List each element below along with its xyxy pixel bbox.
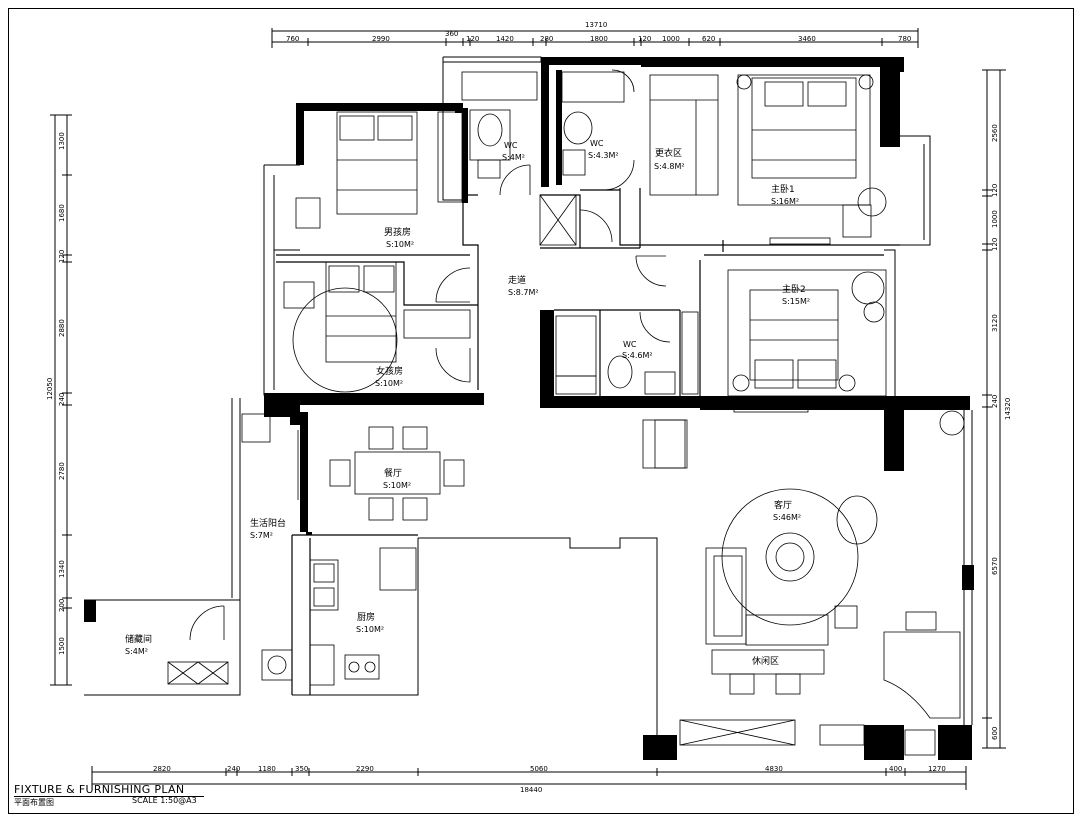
top-dim-11: 780 — [898, 35, 911, 43]
room-area-girls-room: S:10M² — [375, 379, 404, 388]
room-area-wc2: S:4.3M² — [588, 151, 619, 160]
left-dim-4: 240 — [58, 393, 66, 406]
room-name-master2: 主卧2 — [782, 285, 806, 295]
right-dimension-line — [982, 69, 1006, 749]
top-dim-8: 1000 — [662, 35, 680, 43]
left-dim-1: 1680 — [58, 204, 66, 222]
room-area-dressing: S:4.8M² — [654, 162, 685, 171]
room-area-master1: S:16M² — [771, 197, 800, 206]
right-dim-3: 120 — [991, 238, 999, 251]
room-name-wc2: WC — [590, 139, 604, 148]
bottom-dim-4: 2290 — [356, 765, 374, 773]
left-dim-6: 1340 — [58, 560, 66, 578]
dimension-labels: 13710 760 2990 360 120 1420 280 1800 120… — [46, 21, 1012, 794]
top-total-dimension: 13710 — [585, 21, 607, 29]
room-area-balcony: S:7M² — [250, 531, 273, 540]
bottom-total-dimension: 18440 — [520, 786, 542, 794]
bottom-dimension-line — [91, 766, 967, 790]
room-name-kitchen: 厨房 — [357, 613, 376, 623]
right-dim-0: 2560 — [991, 124, 999, 142]
room-name-dressing: 更衣区 — [655, 149, 683, 159]
left-total-dimension: 12050 — [46, 378, 54, 400]
bottom-dim-1: 240 — [227, 765, 240, 773]
room-area-storage: S:4M² — [125, 647, 148, 656]
room-area-corridor: S:8.7M² — [508, 288, 539, 297]
left-dim-2: 120 — [58, 250, 66, 263]
right-dim-5: 240 — [991, 395, 999, 408]
room-name-master1: 主卧1 — [771, 185, 795, 195]
drawing-subtitle: 平面布置图 — [14, 798, 54, 807]
right-dim-7: 600 — [991, 727, 999, 740]
top-dim-7: 120 — [638, 35, 651, 43]
room-name-living: 客厅 — [774, 501, 793, 511]
top-dim-1: 2990 — [372, 35, 390, 43]
bottom-dim-3: 350 — [295, 765, 308, 773]
room-area-living: S:46M² — [773, 513, 802, 522]
right-dim-1: 120 — [991, 184, 999, 197]
top-dim-10: 3460 — [798, 35, 816, 43]
top-dim-6: 1800 — [590, 35, 608, 43]
right-dim-4: 3120 — [991, 314, 999, 332]
left-dim-0: 1300 — [58, 132, 66, 150]
room-name-boys-room: 男孩房 — [384, 228, 412, 238]
bottom-dim-5: 5060 — [530, 765, 548, 773]
room-name-dining: 餐厅 — [384, 469, 403, 479]
top-dimension-line — [271, 28, 919, 48]
drawing-title: FIXTURE & FURNISHING PLAN — [14, 783, 205, 797]
door-arcs — [189, 69, 671, 641]
room-name-leisure: 休闲区 — [752, 657, 780, 667]
bottom-dim-0: 2820 — [153, 765, 171, 773]
left-dim-5: 2780 — [58, 462, 66, 480]
room-name-corridor: 走道 — [508, 276, 527, 286]
furniture — [167, 71, 965, 756]
bottom-dim-2: 1180 — [258, 765, 276, 773]
top-dim-5: 280 — [540, 35, 553, 43]
bottom-dim-8: 1270 — [928, 765, 946, 773]
top-dim-0: 760 — [286, 35, 299, 43]
bottom-dim-6: 4830 — [765, 765, 783, 773]
room-name-wc1: WC — [504, 141, 518, 150]
drawing-scale: SCALE 1:50@A3 — [132, 796, 197, 805]
left-dim-3: 2880 — [58, 319, 66, 337]
top-dim-9: 620 — [702, 35, 715, 43]
room-name-balcony: 生活阳台 — [250, 519, 287, 529]
right-total-dimension: 14320 — [1004, 398, 1012, 420]
room-area-boys-room: S:10M² — [386, 240, 415, 249]
room-area-dining: S:10M² — [383, 481, 412, 490]
right-dim-2: 1000 — [991, 210, 999, 228]
room-name-storage: 储藏间 — [125, 635, 153, 645]
room-area-kitchen: S:10M² — [356, 625, 385, 634]
room-area-wc1: S:4M² — [502, 153, 525, 162]
left-dim-7: 200 — [58, 599, 66, 612]
structural-walls — [84, 57, 974, 760]
room-name-wc3: WC — [623, 340, 637, 349]
left-dimension-line — [50, 114, 72, 686]
room-area-wc3: S:4.6M² — [622, 351, 653, 360]
room-name-girls-room: 女孩房 — [376, 367, 404, 377]
bottom-dim-7: 400 — [889, 765, 902, 773]
top-dim-3: 120 — [466, 35, 479, 43]
title-block: FIXTURE & FURNISHING PLAN 平面布置图 — [14, 783, 205, 808]
left-dim-8: 1500 — [58, 637, 66, 655]
right-dim-6: 6570 — [991, 557, 999, 575]
top-dim-2: 360 — [445, 30, 458, 38]
top-dim-4: 1420 — [496, 35, 514, 43]
room-area-master2: S:15M² — [782, 297, 811, 306]
